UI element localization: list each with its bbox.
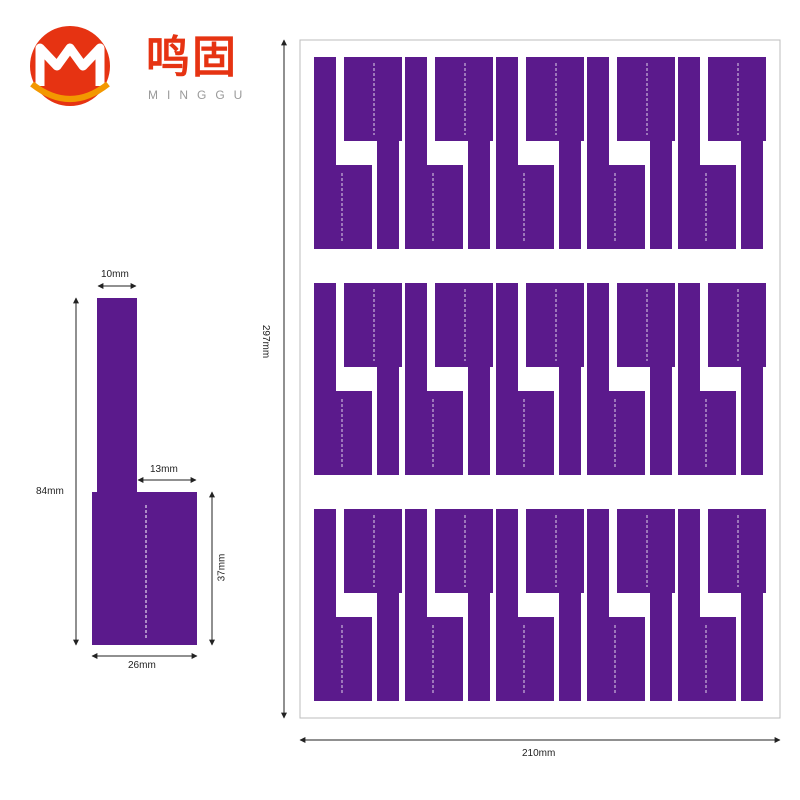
single-label [92,298,197,645]
single-label-shape [92,298,197,645]
dim-sheet-height: 297mm [260,324,272,359]
sheet-label [405,57,463,249]
sheet-label [496,283,554,475]
sheet-label-pair [314,509,402,701]
sheet-label [435,283,493,475]
sheet-label-pair [405,57,493,249]
sheet-label-pair [496,509,584,701]
sheet-label [708,283,766,475]
sheet-label [496,57,554,249]
dim-total-height: 84mm [36,486,64,497]
dim-body-height: 37mm [216,553,228,582]
sheet-label [526,509,584,701]
a4-sheet [299,39,781,719]
sheet-label [678,509,736,701]
sheet-label [526,283,584,475]
sheet-label-pair [405,509,493,701]
sheet-label [435,57,493,249]
sheet-label-pair [678,509,766,701]
sheet-label-pair [314,283,402,475]
logo-m-icon [30,26,110,106]
sheet-label [587,509,645,701]
brand-name-cn: 鸣固 [146,32,238,83]
sheet-label-pair [587,283,675,475]
sheet-label [617,283,675,475]
sheet-label [344,283,402,475]
sheet-label [526,57,584,249]
sheet-label [405,509,463,701]
sheet-label [678,283,736,475]
sheet-label [708,57,766,249]
dim-body-width: 26mm [128,660,156,671]
sheet-label-pair [496,57,584,249]
sheet-label [405,283,463,475]
sheet-label [314,509,372,701]
sheet-label [314,57,372,249]
sheet-label [496,509,554,701]
sheet-label [314,283,372,475]
brand-logo: 鸣固 MINGGU [24,22,254,112]
sheet-label [435,509,493,701]
sheet-label-pair [496,283,584,475]
sheet-label [344,57,402,249]
sheet-label-pair [405,283,493,475]
sheet-label [617,509,675,701]
sheet-label [587,283,645,475]
sheet-label [678,57,736,249]
sheet-label-pair [314,57,402,249]
dim-tail-width: 10mm [101,269,129,280]
dim-sheet-width: 210mm [522,748,556,759]
dim-step-width: 13mm [150,464,178,475]
brand-name-en: MINGGU [148,88,252,102]
sheet-labels [314,57,766,701]
sheet-label-pair [678,283,766,475]
sheet-label [617,57,675,249]
sheet-label [587,57,645,249]
sheet-label [708,509,766,701]
sheet-label [344,509,402,701]
sheet-label-pair [587,509,675,701]
sheet-label-pair [587,57,675,249]
sheet-label-pair [678,57,766,249]
